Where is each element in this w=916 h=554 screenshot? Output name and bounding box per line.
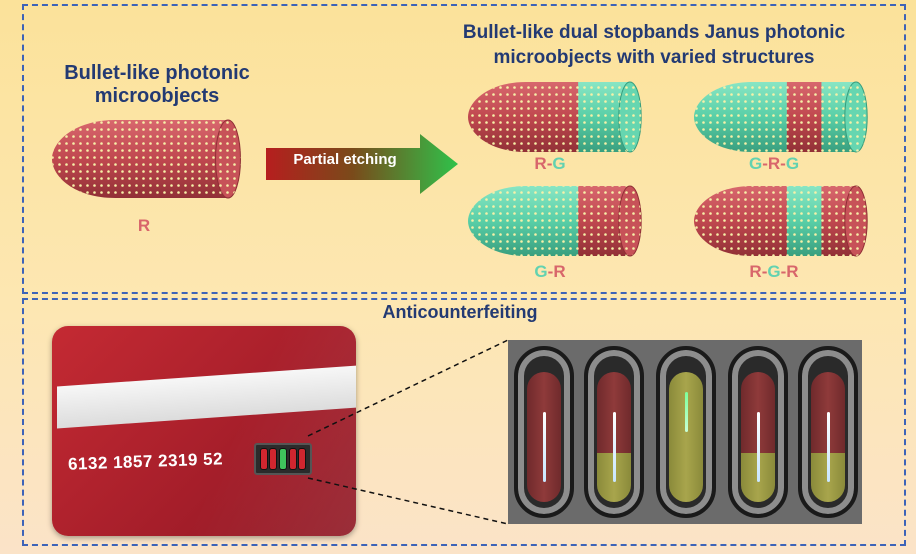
- code-segment: G: [552, 154, 566, 173]
- variant-code-label: R-G-R: [714, 262, 834, 282]
- etching-arrow: [266, 134, 458, 194]
- variant-bullet-1: [468, 81, 642, 153]
- code-separator: -: [547, 262, 554, 281]
- card-number: 6132 1857 2319 52: [67, 449, 224, 474]
- code-segment: R: [767, 154, 781, 173]
- tag-cell: [298, 448, 307, 470]
- well-microobject: [597, 372, 631, 502]
- micrograph-well: [514, 346, 574, 518]
- source-title: Bullet-like photonic microobjects: [64, 62, 250, 107]
- code-separator: -: [780, 262, 787, 281]
- micrograph-well: [798, 346, 858, 518]
- micrograph-well: [728, 346, 788, 518]
- variants-title: Bullet-like dual stopbands Janus photoni…: [462, 22, 846, 68]
- bottom-panel: [22, 298, 906, 546]
- reflection-streak: [613, 412, 616, 482]
- well-microobject: [811, 372, 845, 502]
- tag-cell: [259, 448, 268, 470]
- variant-bullet-2: [694, 81, 868, 153]
- tag-cell: [269, 448, 278, 470]
- code-segment: G: [748, 154, 763, 173]
- reflection-streak: [827, 412, 830, 482]
- variant-bullet-3: [468, 185, 642, 257]
- code-segment: R: [534, 154, 547, 173]
- tag-cell: [288, 448, 297, 470]
- tag-cell: [278, 448, 287, 470]
- variant-code-label: G-R-G: [714, 154, 834, 174]
- bullet-diagram: [52, 81, 868, 257]
- card-shine: [171, 326, 356, 536]
- arrow-label: Partial etching: [293, 151, 397, 168]
- credit-card: 6132 1857 2319 52: [52, 326, 356, 536]
- variant-code-label: R-G: [490, 154, 610, 174]
- photonic-tag: [254, 443, 312, 475]
- well-microobject: [741, 372, 775, 502]
- micrograph-well: [584, 346, 644, 518]
- code-segment: G: [767, 262, 781, 281]
- code-segment: R: [749, 262, 762, 281]
- micrograph-photo: [508, 340, 862, 524]
- source-bullet: [52, 119, 241, 199]
- variant-bullet-4: [694, 185, 868, 257]
- top-panel: [22, 4, 906, 294]
- micrograph-well: [656, 346, 716, 518]
- reflection-streak: [757, 412, 760, 482]
- code-segment: R: [786, 262, 799, 281]
- variant-code-label: G-R: [490, 262, 610, 282]
- well-microobject: [527, 372, 561, 502]
- code-segment: R: [553, 262, 566, 281]
- code-separator: -: [780, 154, 786, 173]
- well-microobject: [669, 372, 703, 502]
- code-separator: -: [761, 262, 768, 281]
- code-segment: G: [534, 262, 548, 281]
- source-code-label: R: [137, 216, 151, 235]
- anticounterfeiting-title: Anticounterfeiting: [382, 302, 538, 322]
- code-separator: -: [546, 154, 553, 173]
- code-segment: G: [785, 154, 800, 173]
- code-separator: -: [762, 154, 768, 173]
- reflection-streak: [685, 392, 688, 432]
- reflection-streak: [543, 412, 546, 482]
